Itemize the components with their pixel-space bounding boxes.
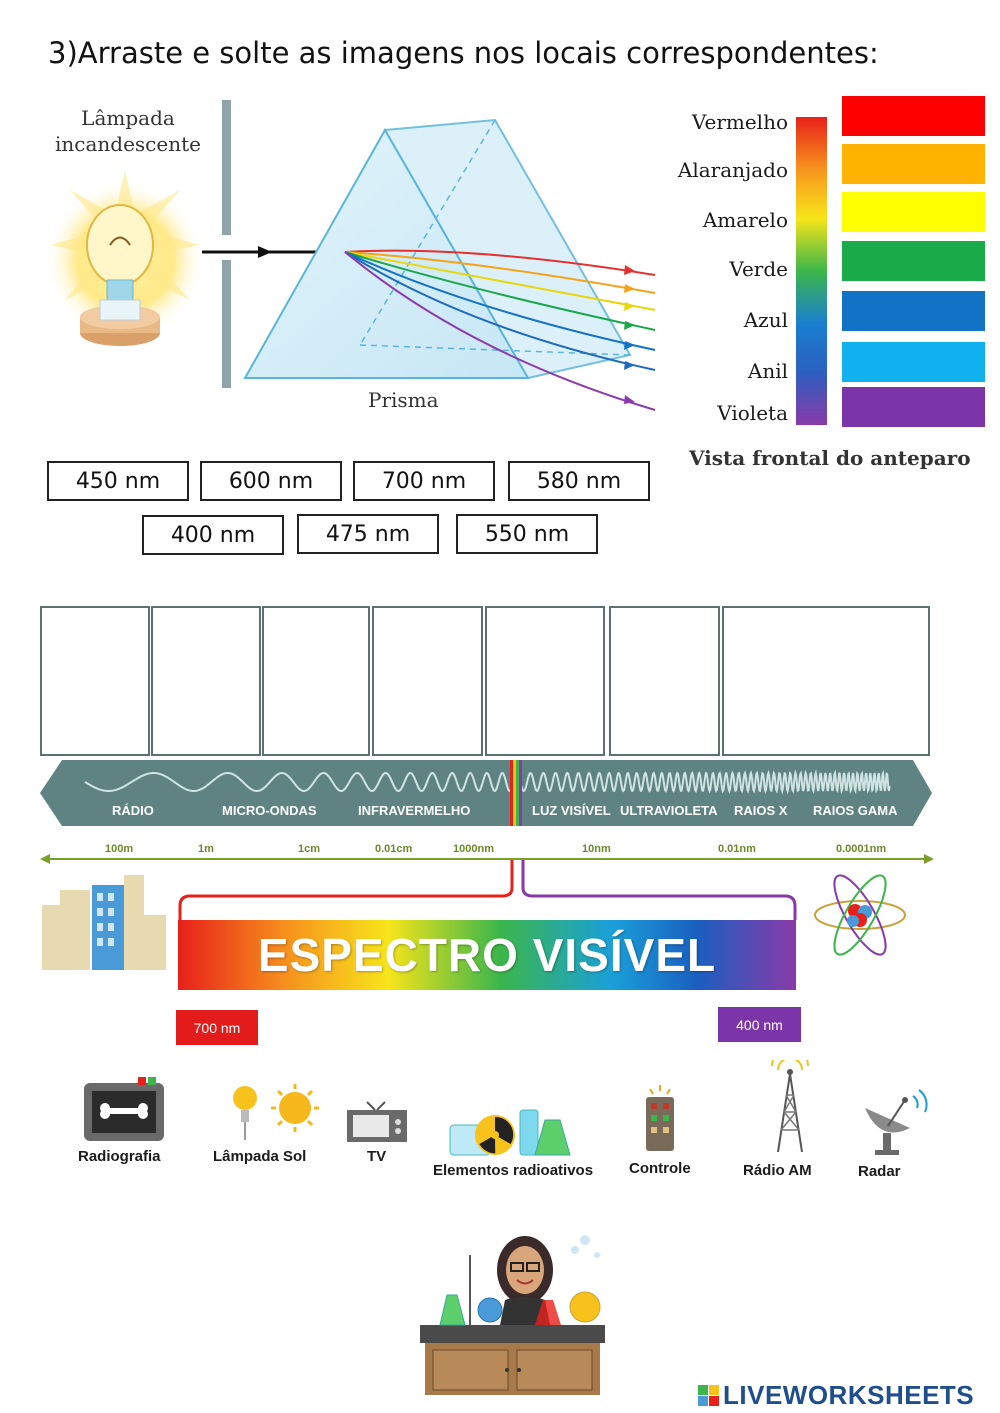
icon-controle[interactable]: Controle [628,1083,703,1183]
draggable-580nm[interactable]: 580 nm [508,461,650,501]
draggable-400nm[interactable]: 400 nm [142,515,284,555]
color-label-amarelo: Amarelo [702,208,788,232]
xray-icon [84,1077,164,1141]
tv-icon [347,1101,407,1142]
icon-lampada-sol[interactable]: Lâmpada Sol [205,1080,325,1175]
label-controle: Controle [629,1160,691,1177]
scale-100m: 100m [105,843,134,855]
color-label-vermelho: Vermelho [691,110,788,134]
icon-tv[interactable]: TV [345,1098,415,1173]
drop-swatch-amarelo[interactable] [842,192,985,232]
label-tv: TV [367,1148,387,1165]
drop-swatch-anil[interactable] [842,342,985,382]
brand-logo: LIVEWORKSHEETS [698,1380,974,1411]
drop-target-1[interactable] [40,606,150,756]
draggable-550nm[interactable]: 550 nm [456,514,598,554]
spectrum-bar [796,117,827,425]
color-label-violeta: Violeta [717,401,788,425]
scientist-illustration [420,1235,605,1395]
drop-swatch-alaranjado[interactable] [842,144,985,184]
icon-radar[interactable]: Radar [855,1088,940,1188]
color-label-anil: Anil [747,359,788,383]
visible-spectrum-connector [42,860,906,970]
brand-name: LIVEWORKSHEETS [723,1380,975,1410]
drop-swatch-verde[interactable] [842,241,985,281]
scale-10nm: 10nm [582,843,611,855]
prism-illustration [45,100,656,411]
label-elementos-radioativos: Elementos radioativos [433,1162,594,1179]
remote-control-icon [646,1085,674,1151]
drop-target-6[interactable] [609,606,720,756]
atom-icon [814,874,906,956]
draggable-600nm[interactable]: 600 nm [200,461,342,501]
prism-label: Prisma [368,388,439,412]
brand-mark-icon [698,1385,719,1406]
icon-radio-am[interactable]: Rádio AM [740,1047,825,1185]
drop-swatch-violeta[interactable] [842,387,985,427]
visible-spectrum-title: ESPECTRO VISÍVEL [257,929,717,981]
scale-00001nm: 0.0001nm [836,843,887,855]
icon-elementos-radioativos[interactable]: Elementos radioativos [430,1100,610,1185]
drop-target-7[interactable] [722,606,930,756]
label-lampada-sol: Lâmpada Sol [213,1148,307,1165]
color-label-azul: Azul [743,308,788,332]
activity-title: 3)Arraste e solte as imagens nos locais … [48,36,879,70]
badge-400nm: 400 nm [718,1007,801,1042]
buildings-icon [42,875,166,970]
screen-caption: Vista frontal do anteparo [689,446,971,470]
scale-1m: 1m [198,843,214,855]
label-radio-am: Rádio AM [743,1162,812,1179]
scale-001nm: 0.01nm [718,843,756,855]
drop-swatch-vermelho[interactable] [842,96,985,136]
drop-target-3[interactable] [262,606,370,756]
radioactive-icon [449,1109,571,1156]
label-radiografia: Radiografia [78,1148,161,1165]
scale-1cm: 1cm [298,843,321,855]
em-spectrum-band [40,760,934,864]
drop-target-4[interactable] [372,606,483,756]
drop-swatch-azul[interactable] [842,291,985,331]
lamp-icon [45,170,205,346]
drop-target-2[interactable] [151,606,261,756]
draggable-700nm[interactable]: 700 nm [353,461,495,501]
band-luz-visivel: LUZ VISÍVEL [532,803,611,818]
radar-dish-icon [865,1089,928,1155]
badge-700nm: 700 nm [176,1010,258,1045]
radio-tower-icon [771,1047,809,1153]
visible-spectrum-banner: ESPECTRO VISÍVEL [178,920,796,990]
label-radar: Radar [858,1163,901,1180]
color-label-alaranjado: Alaranjado [677,158,788,182]
band-raios-gama: RAIOS GAMA [813,803,898,818]
draggable-450nm[interactable]: 450 nm [47,461,189,501]
color-label-verde: Verde [729,257,788,281]
scale-1000nm: 1000nm [453,843,494,855]
band-ultravioleta: ULTRAVIOLETA [620,803,718,818]
band-radio: RÁDIO [112,803,154,818]
draggable-475nm[interactable]: 475 nm [297,514,439,554]
bulb-sun-icon [233,1084,319,1140]
scale-001cm: 0.01cm [375,843,413,855]
band-microondas: MICRO-ONDAS [222,803,317,818]
icon-radiografia[interactable]: Radiografia [78,1075,173,1170]
band-raios-x: RAIOS X [734,803,788,818]
band-infravermelho: INFRAVERMELHO [358,803,471,818]
drop-target-5[interactable] [485,606,605,756]
